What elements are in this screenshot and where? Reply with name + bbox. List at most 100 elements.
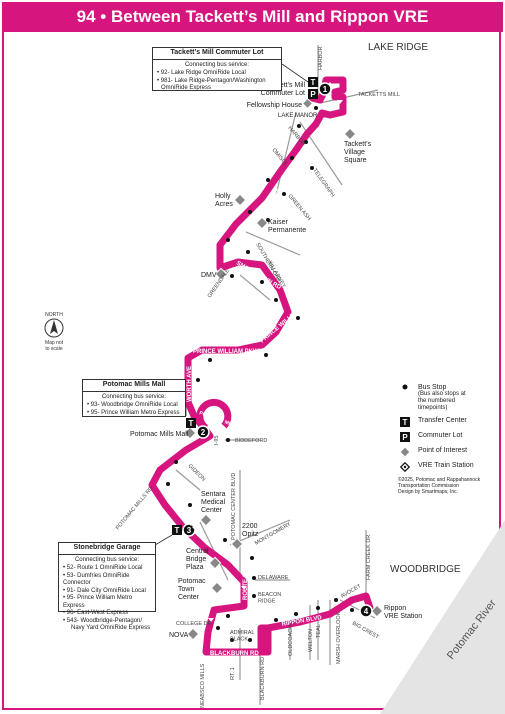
callout-potomac-mills: Potomac Mills Mall Connecting bus servic… (82, 379, 186, 417)
bus-stop (226, 614, 230, 618)
side-streets (175, 45, 379, 705)
street-rt1: RT. 1 (230, 667, 236, 680)
poi-dmv-icon (214, 267, 228, 281)
bus-stop (174, 460, 178, 464)
timepoint-2 (196, 425, 210, 439)
legend-poi-label: Point of Interest (418, 447, 468, 454)
bus-stop (246, 250, 250, 254)
callout-pointer (154, 534, 173, 546)
callout-tacketts-mill: Tackett’s Mill Commuter Lot Connecting b… (152, 47, 282, 91)
legend-transfer-label: Transfer Center (418, 417, 467, 424)
callout-line: • 95- Prince William Metro Express (63, 595, 133, 609)
callout-title: Stonebridge Garage (59, 543, 155, 555)
street-farm-creek: FARM CREEK DR (366, 535, 372, 580)
street-montgomery: MONTGOMERY (254, 521, 292, 547)
callout-subtitle: Connecting bus service: (74, 556, 140, 563)
bus-stop (314, 106, 318, 110)
poi-holly-acres-icon (233, 193, 247, 207)
street-biddeford: BIDDEFORD (235, 438, 267, 444)
poi-central-bridge-icon (208, 556, 222, 570)
transfer-center-icon (172, 525, 182, 535)
bus-stop (334, 598, 338, 602)
bus-stop (216, 626, 220, 630)
bus-stop (304, 140, 308, 144)
street-teal: TEAL (316, 624, 322, 638)
bus-stop (166, 482, 170, 486)
callout-line: Navy Yard OmniRide Express (71, 625, 151, 631)
callout-line: • 92- Lake Ridge OmniRide Local (157, 70, 246, 76)
svg-text:P: P (402, 433, 408, 442)
svg-text:T: T (189, 419, 194, 428)
page-title: 94 • Between Tackett’s Mill and Rippon V… (2, 2, 503, 32)
transfer-center-icon (308, 77, 318, 87)
commuter-lot-icon (308, 89, 318, 99)
callout-stonebridge: Stonebridge Garage Connecting bus servic… (58, 542, 156, 631)
transfer-center-icon (186, 418, 196, 428)
north-arrow-icon (50, 320, 58, 334)
bus-stop (266, 218, 270, 222)
facility-symbols: T P T T (172, 77, 318, 535)
street-big-crest: BIG CREST (351, 621, 380, 641)
poi-opitz-icon (230, 537, 244, 551)
map-frame (2, 2, 501, 710)
label-lake-manor: LAKE MANOR (278, 113, 318, 119)
poi-potomac-mills-icon (183, 426, 197, 440)
callout-subtitle: Connecting bus service: (184, 61, 250, 68)
street-potomac-mills-rd: POTOMAC MILLS RD (115, 486, 155, 532)
bus-stop (248, 210, 252, 214)
commuter-lot-icon: P (400, 432, 410, 442)
bus-stop (248, 638, 252, 642)
svg-text:NORTH: NORTH (45, 312, 63, 318)
bus-stop (230, 274, 234, 278)
bus-stop (274, 618, 278, 622)
street-blackburn: BLACKBURN RD (210, 651, 259, 657)
street-harbor: HARBOR (318, 46, 324, 70)
legend-bus-stop-label: Bus Stop (418, 384, 447, 391)
timepoint-4 (359, 604, 373, 618)
bus-stop (188, 503, 192, 507)
label-nova: NOVA (169, 632, 189, 639)
street-route1: ROUTE 1 (243, 573, 249, 600)
bus-stop (316, 606, 320, 610)
street-blackburn-rd: BLACKBURN RD (260, 657, 266, 700)
bus-stop (196, 378, 200, 382)
timepoint-1 (318, 82, 332, 96)
bus-stop-icon (402, 384, 408, 390)
callout-line: • 543- Woodbridge-Pentagon/ (63, 617, 143, 624)
svg-text:T: T (311, 78, 316, 87)
bus-stop (260, 280, 264, 284)
route-94-loop (196, 398, 232, 431)
area-woodbridge: WOODBRIDGE (390, 564, 461, 575)
street-potomac-center: POTOMAC CENTER BLVD (231, 473, 237, 540)
poi-fellowship-house-icon (301, 97, 314, 110)
callout-title: Tackett’s Mill Commuter Lot (153, 48, 281, 60)
bus-stop (208, 358, 212, 362)
poi-kaiser-icon (255, 216, 269, 230)
legend-transfer: T Transfer Center (398, 417, 504, 427)
callout-line: • 95- Prince William Metro Express (87, 409, 180, 416)
street-neabsco: NEABSCO MILLS (200, 663, 206, 708)
svg-text:T: T (175, 526, 180, 535)
street-college: COLLEGE DR (176, 621, 211, 627)
point-of-interest-icon (400, 447, 410, 457)
label-dmv: DMV (201, 272, 217, 279)
label-potomac-mills: Potomac Mills Mall (130, 431, 189, 438)
bus-stop (264, 353, 268, 357)
callout-line: OmniRide Express (161, 85, 212, 91)
bus-stop (223, 538, 227, 542)
callout-line: • 52- Route 1 OmniRide Local (63, 565, 143, 571)
bus-stops (166, 106, 354, 642)
svg-text:4: 4 (364, 607, 369, 616)
